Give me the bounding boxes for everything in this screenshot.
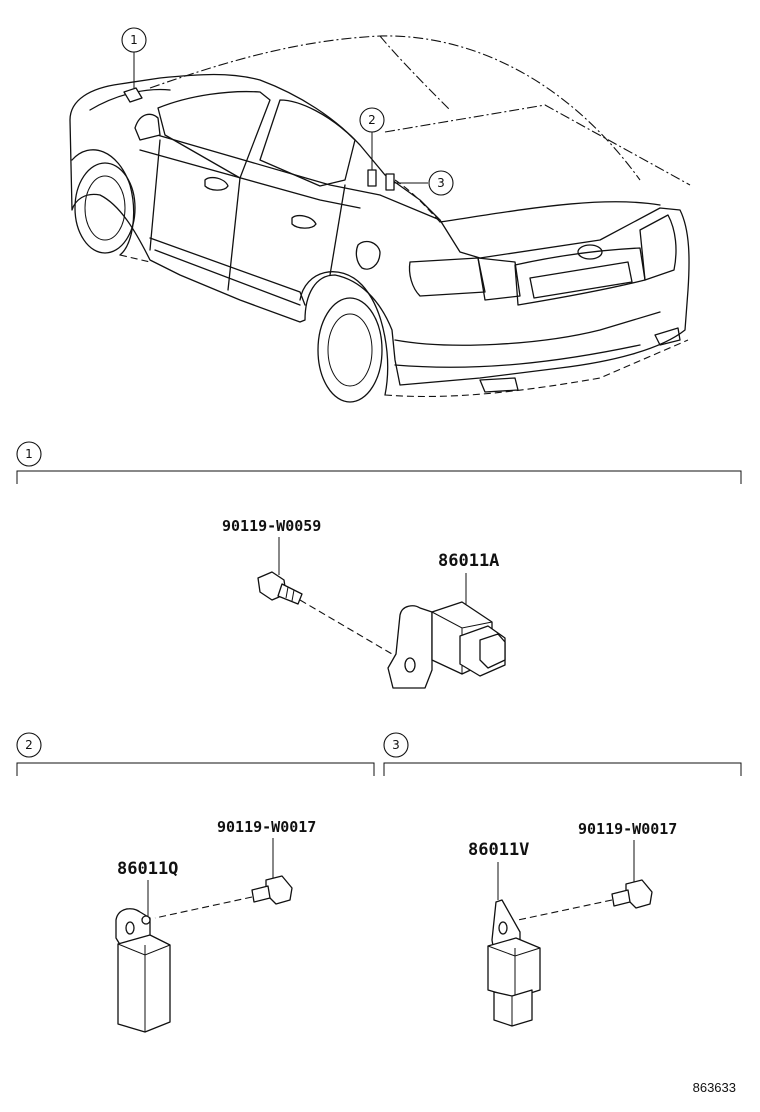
bolt-1 [257, 571, 303, 605]
callout-2: 2 [359, 107, 385, 133]
car-illustration [69, 35, 691, 403]
bolt-1-part-number: 90119-W0059 [222, 517, 321, 535]
bolt-2-part-number: 90119-W0017 [217, 818, 316, 836]
section-3-label: 3 [392, 738, 400, 752]
callout-2-label: 2 [368, 113, 376, 127]
bolt-2 [251, 875, 293, 905]
sensor-2 [115, 908, 171, 1033]
section-2-label: 2 [25, 738, 33, 752]
bolt-3 [611, 879, 653, 909]
sensor-3 [487, 899, 541, 1027]
section-1: 1 90119-W0059 86011A [16, 441, 742, 689]
callout-3-label: 3 [437, 176, 445, 190]
section-2: 2 90119-W0017 86011Q [16, 732, 375, 1033]
sensor-2-part-number: 86011Q [117, 859, 178, 879]
callout-3: 3 [428, 170, 454, 196]
callout-1: 1 [121, 27, 147, 53]
sensor-1-part-number: 86011A [438, 551, 499, 571]
section-1-bracket [16, 470, 742, 484]
sensor-3-part-number: 86011V [468, 840, 529, 860]
bolt-3-part-number: 90119-W0017 [578, 820, 677, 838]
section-2-bracket [16, 762, 375, 776]
section-3: 3 90119-W0017 86011V [383, 732, 742, 1027]
callout-1-label: 1 [130, 33, 138, 47]
section-1-label: 1 [25, 447, 33, 461]
section-3-bracket [383, 762, 742, 776]
sensor-1 [387, 601, 506, 689]
reference-number: 863633 [693, 1080, 736, 1095]
